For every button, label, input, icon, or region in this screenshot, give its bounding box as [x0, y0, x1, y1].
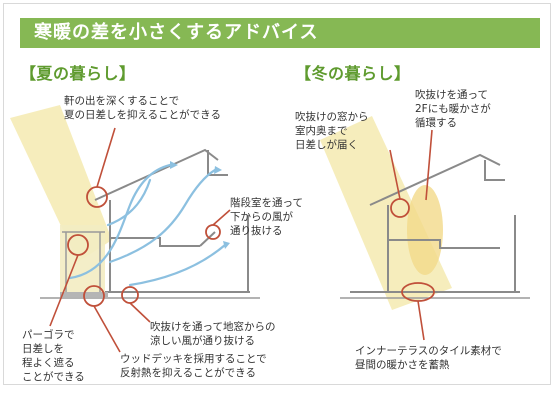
caption-stairwell-line3: 通り抜ける [230, 225, 283, 237]
winter-pointer-lines [389, 129, 433, 341]
caption-pergola: パーゴラで 日差しを 程よく遮る ことができる [22, 328, 85, 384]
illustration-frame [3, 3, 551, 385]
caption-warmth-circulation-line2: 2Fにも暖かさが [415, 103, 491, 115]
summer-house [94, 148, 250, 293]
summer-wind-arrows [68, 163, 227, 287]
winter-warm-air [407, 185, 443, 275]
caption-wood-deck-line2: 反射熱を抑えることができる [120, 367, 256, 379]
caption-inner-terrace-line1: インナーテラスのタイル素材で [355, 345, 502, 357]
caption-eaves-line1: 軒の出を深くすることで [64, 95, 180, 107]
caption-atrium-window: 吹抜けの窓から 室内奥まで 日差しが届く [295, 110, 369, 152]
caption-warmth-circulation: 吹抜けを通って 2Fにも暖かさが 循環する [415, 88, 491, 130]
page-title: 寒暖の差を小さくするアドバイス [34, 22, 319, 43]
caption-eaves-line2: 夏の日差しを抑えることができる [64, 109, 221, 121]
caption-cool-breeze-line1: 吹抜けを通って地窓からの [150, 321, 276, 333]
caption-eaves: 軒の出を深くすることで 夏の日差しを抑えることができる [64, 94, 221, 122]
caption-wood-deck-line1: ウッドデッキを採用することで [120, 353, 267, 365]
summer-pointer-lines [49, 127, 231, 353]
caption-stairwell-line1: 階段室を通って [230, 197, 303, 209]
caption-cool-breeze: 吹抜けを通って地窓からの 涼しい風が通り抜ける [150, 320, 275, 348]
summer-sun-beam [10, 105, 112, 262]
caption-inner-terrace-line2: 昼間の暖かさを蓄熱 [355, 359, 450, 371]
caption-stairwell: 階段室を通って 下からの風が 通り抜ける [230, 196, 303, 238]
caption-warmth-circulation-line1: 吹抜けを通って [415, 89, 488, 101]
caption-atrium-window-line2: 室内奥まで [295, 125, 348, 137]
summer-pergola-shade [60, 225, 105, 292]
caption-pergola-line2: 日差しを [22, 343, 64, 355]
caption-wood-deck: ウッドデッキを採用することで 反射熱を抑えることができる [120, 352, 267, 380]
caption-inner-terrace: インナーテラスのタイル素材で 昼間の暖かさを蓄熱 [355, 344, 502, 372]
caption-atrium-window-line1: 吹抜けの窓から [295, 111, 369, 123]
winter-heading: 【冬の暮らし】 [295, 64, 411, 83]
summer-heading: 【夏の暮らし】 [20, 64, 136, 83]
header-bar [20, 18, 540, 48]
summer-wind-arrowheads [170, 161, 230, 249]
winter-house [350, 153, 520, 293]
caption-pergola-line3: 程よく遮る [22, 357, 75, 369]
caption-pergola-line4: ことができる [22, 371, 85, 383]
caption-pergola-line1: パーゴラで [22, 329, 75, 341]
caption-warmth-circulation-line3: 循環する [415, 117, 457, 129]
caption-cool-breeze-line2: 涼しい風が通り抜ける [150, 335, 255, 347]
caption-stairwell-line2: 下からの風が [230, 211, 293, 223]
caption-atrium-window-line3: 日差しが届く [295, 139, 358, 151]
